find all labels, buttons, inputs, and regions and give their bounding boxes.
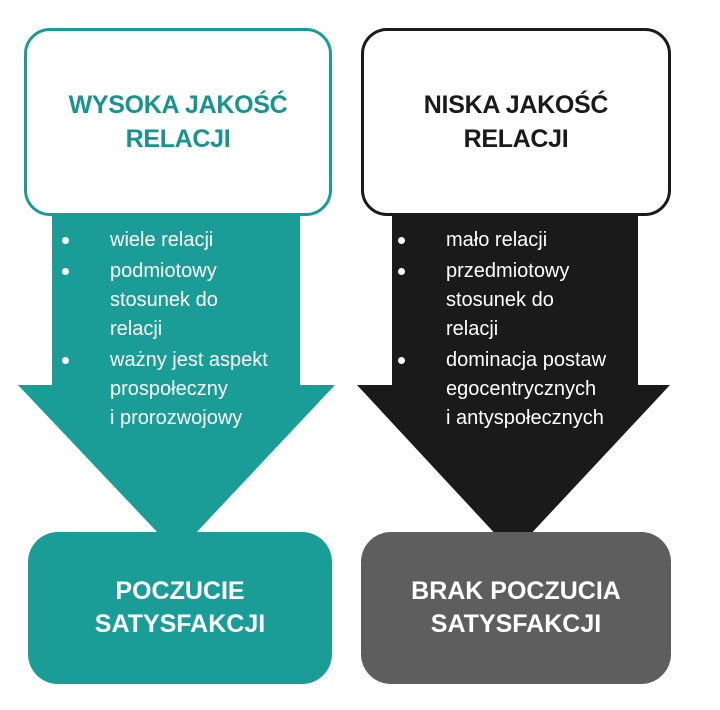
high-quality-column: WYSOKA JAKOŚĆ RELACJI wiele relacji podm…	[18, 28, 335, 684]
high-quality-title-box: WYSOKA JAKOŚĆ RELACJI	[24, 28, 332, 216]
low-quality-title-line1: NISKA JAKOŚĆ	[423, 91, 609, 119]
bullet-item: dominacja postaw egocentrycznych i antys…	[398, 346, 678, 433]
bullet-line: egocentrycznych	[446, 378, 597, 400]
bullet-dot-icon	[62, 268, 69, 275]
low-quality-bullet-list: mało relacji przedmiotowy stosunek do re…	[398, 226, 678, 435]
bullet-line: dominacja postaw	[446, 349, 607, 371]
result-line2: SATYSFAKCJI	[94, 610, 266, 638]
bullet-item: wiele relacji	[62, 226, 302, 255]
bullet-line: stosunek do	[110, 289, 218, 311]
bullet-line: relacji	[110, 318, 163, 340]
bullet-item: podmiotowy stosunek do relacji	[62, 257, 302, 344]
bullet-line: ważny jest aspekt	[110, 349, 268, 371]
bullet-item: ważny jest aspekt prospołeczny i prorozw…	[62, 346, 302, 433]
high-quality-title-line2: RELACJI	[125, 125, 231, 153]
low-quality-title-line2: RELACJI	[463, 125, 569, 153]
low-quality-title-box: NISKA JAKOŚĆ RELACJI	[361, 28, 671, 216]
bullet-dot-icon	[398, 357, 405, 364]
result-line1: POCZUCIE	[115, 577, 245, 605]
high-quality-bullet-list: wiele relacji podmiotowy stosunek do rel…	[62, 226, 302, 435]
bullet-line: i antyspołecznych	[446, 407, 604, 429]
bullet-dot-icon	[398, 268, 405, 275]
bullet-line: relacji	[446, 318, 499, 340]
bullet-item: przedmiotowy stosunek do relacji	[398, 257, 678, 344]
result-line2: SATYSFAKCJI	[430, 610, 602, 638]
bullet-line: wiele relacji	[110, 229, 214, 251]
bullet-line: podmiotowy	[110, 260, 217, 282]
bullet-dot-icon	[398, 237, 405, 244]
bullet-item: mało relacji	[398, 226, 678, 255]
low-quality-column: NISKA JAKOŚĆ RELACJI mało relacji przedm…	[355, 0, 720, 710]
bullet-dot-icon	[62, 357, 69, 364]
bullet-line: przedmiotowy	[446, 260, 570, 282]
bullet-line: prospołeczny	[110, 378, 228, 400]
bullet-dot-icon	[62, 237, 69, 244]
no-satisfaction-result-box: BRAK POCZUCIA SATYSFAKCJI	[361, 532, 671, 684]
bullet-line: i prorozwojowy	[110, 407, 243, 429]
bullet-line: stosunek do	[446, 289, 554, 311]
low-quality-arrow	[357, 210, 670, 553]
result-line1: BRAK POCZUCIA	[411, 577, 621, 605]
high-quality-arrow	[18, 210, 335, 553]
high-quality-title-line1: WYSOKA JAKOŚĆ	[68, 91, 288, 119]
bullet-line: mało relacji	[446, 229, 548, 251]
satisfaction-result-box: POCZUCIE SATYSFAKCJI	[28, 532, 332, 684]
